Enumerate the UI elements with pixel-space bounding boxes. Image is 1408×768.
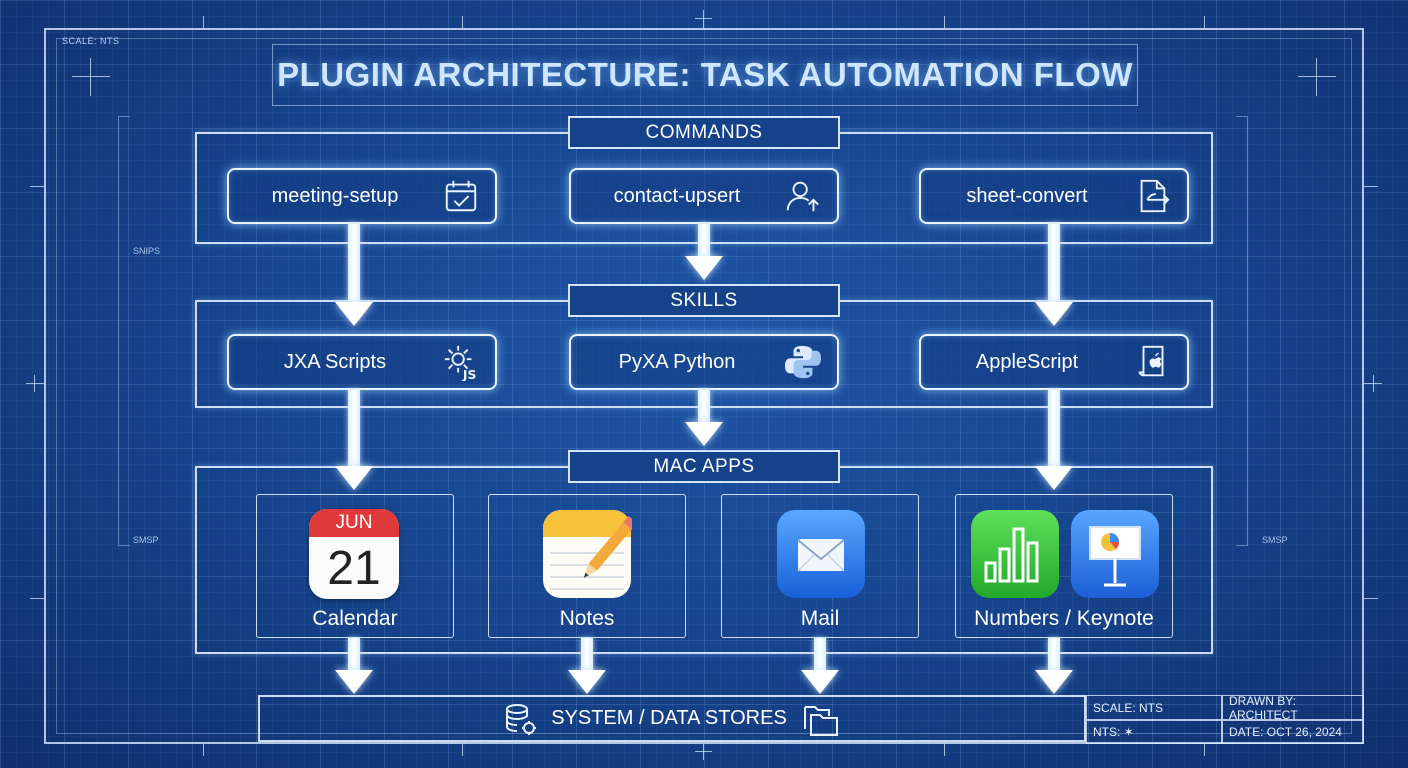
app-card-calendar[interactable]: JUN 21 Calendar	[256, 494, 454, 638]
app-label: Calendar	[312, 607, 398, 630]
calendar-check-icon	[441, 176, 481, 216]
app-label: Mail	[800, 607, 840, 630]
corner-scale-note: SCALE: NTS	[62, 36, 120, 46]
app-card-numbers-keynote[interactable]: Numbers / Keynote	[955, 494, 1173, 638]
flow-arrow	[684, 390, 724, 446]
flow-arrow	[1034, 638, 1074, 694]
skill-pyxa-python[interactable]: PyXA Python	[569, 334, 839, 390]
svg-text:JS: JS	[462, 368, 476, 381]
commands-section-label: COMMANDS	[568, 116, 840, 149]
calendar-month: JUN	[309, 509, 399, 537]
skills-section-label: SKILLS	[568, 284, 840, 317]
side-label-left-upper: SNIPS	[133, 246, 161, 256]
flow-arrow	[334, 638, 374, 694]
skill-label: PyXA Python	[618, 350, 736, 373]
gear-js-icon: JS	[441, 342, 481, 382]
document-export-icon	[1133, 176, 1173, 216]
command-meeting-setup[interactable]: meeting-setup	[227, 168, 497, 224]
apple-script-icon	[1133, 342, 1173, 382]
python-icon	[783, 342, 823, 382]
person-upload-icon	[783, 176, 823, 216]
title-block-date: DATE: OCT 26, 2024	[1222, 720, 1364, 744]
drawing-border	[44, 28, 1364, 744]
database-icon	[503, 702, 537, 736]
calendar-app-icon: JUN 21	[309, 509, 399, 599]
page-title: PLUGIN ARCHITECTURE: TASK AUTOMATION FLO…	[277, 56, 1133, 93]
command-contact-upsert[interactable]: contact-upsert	[569, 168, 839, 224]
skill-applescript[interactable]: AppleScript	[919, 334, 1189, 390]
title-block-nts: NTS: ✶	[1086, 720, 1222, 744]
notes-app-icon	[542, 509, 637, 599]
command-label: sheet-convert	[966, 184, 1088, 207]
folders-icon	[801, 701, 841, 737]
right-dimension-bracket	[1236, 116, 1248, 546]
command-label: contact-upsert	[613, 184, 741, 207]
app-card-mail[interactable]: Mail	[721, 494, 919, 638]
data-stores-label: SYSTEM / DATA STORES	[551, 707, 787, 729]
numbers-app-icon	[970, 509, 1060, 599]
flow-arrow	[334, 390, 374, 490]
flow-arrow	[567, 638, 607, 694]
flow-arrow	[800, 638, 840, 694]
mac-apps-section-label: MAC APPS	[568, 450, 840, 483]
flow-arrow	[1034, 224, 1074, 326]
left-dimension-bracket	[118, 116, 130, 546]
flow-arrow	[334, 224, 374, 326]
flow-arrow	[684, 224, 724, 280]
app-card-notes[interactable]: Notes	[488, 494, 686, 638]
title-block-scale: SCALE: NTS	[1086, 695, 1222, 720]
keynote-app-icon	[1070, 509, 1160, 599]
mail-app-icon	[776, 509, 866, 599]
skill-label: JXA Scripts	[283, 350, 387, 373]
command-sheet-convert[interactable]: sheet-convert	[919, 168, 1189, 224]
drawing-inner-border	[56, 38, 1352, 734]
app-label: Numbers / Keynote	[974, 607, 1154, 630]
skill-label: AppleScript	[975, 350, 1079, 373]
skill-jxa-scripts[interactable]: JXA Scripts JS	[227, 334, 497, 390]
flow-arrow	[1034, 390, 1074, 490]
side-label-right-lower: SMSP	[1262, 535, 1288, 545]
app-label: Notes	[559, 607, 615, 630]
title-block-drawn-by: DRAWN BY: ARCHITECT	[1222, 694, 1364, 722]
data-stores-bar[interactable]: SYSTEM / DATA STORES	[258, 695, 1086, 742]
title-frame	[272, 44, 1138, 106]
side-label-left-lower: SMSP	[133, 535, 159, 545]
command-label: meeting-setup	[271, 184, 399, 207]
calendar-day: 21	[327, 541, 381, 595]
